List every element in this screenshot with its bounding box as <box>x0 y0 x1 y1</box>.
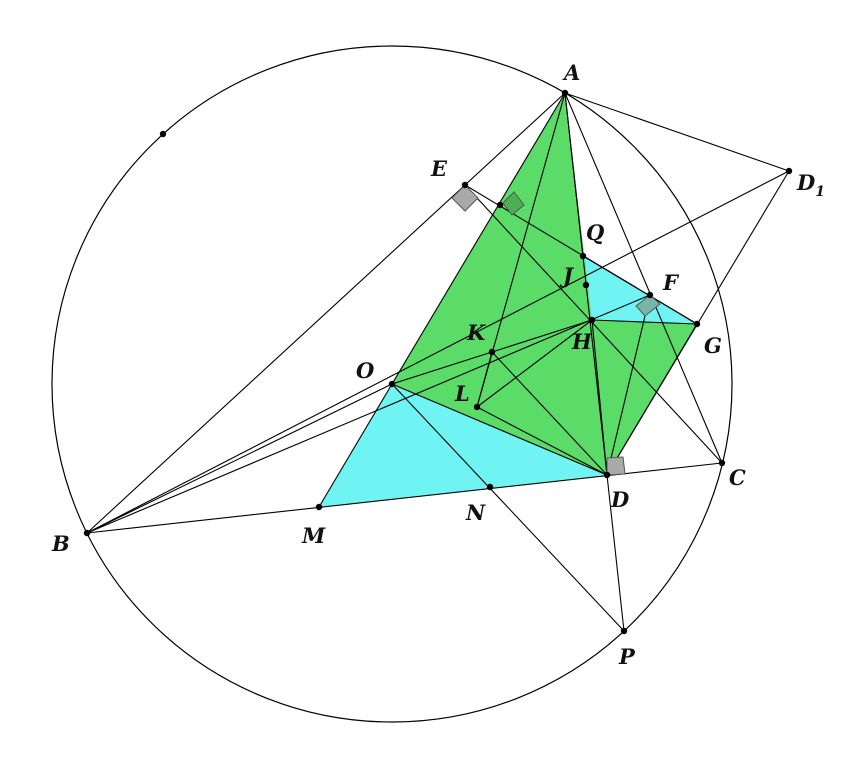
label-K: K <box>466 320 486 345</box>
line-D-L <box>476 406 608 476</box>
right-angle-marker-AB <box>502 191 525 216</box>
label-D1-subscript: 1 <box>815 184 825 200</box>
label-D1-main: D <box>796 170 816 195</box>
label-P: P <box>618 644 636 669</box>
label-O: O <box>356 358 375 383</box>
line-A-Q <box>564 92 584 257</box>
line-D-P <box>606 474 625 632</box>
point-G <box>693 320 701 328</box>
line-D-K <box>491 351 608 476</box>
point-O <box>388 380 396 388</box>
point-H <box>588 316 596 324</box>
line-E-C <box>464 184 723 464</box>
right-angle-marker-F <box>635 294 661 317</box>
label-G: G <box>704 333 722 358</box>
points <box>83 89 793 635</box>
point-K <box>488 348 496 356</box>
point-D <box>603 471 611 479</box>
line-D-F <box>606 294 651 476</box>
line-D-G <box>606 323 698 476</box>
point-J <box>582 281 590 289</box>
label-B: B <box>51 531 70 556</box>
line-B-F <box>86 294 651 534</box>
line-L-H <box>476 319 593 408</box>
line-O-P <box>391 383 625 632</box>
point-L <box>473 403 481 411</box>
label-F: F <box>662 270 680 295</box>
right-angle-markers <box>451 184 661 476</box>
label-A: A <box>562 60 580 85</box>
point-D1 <box>785 167 793 175</box>
point-foot-AB <box>496 201 504 209</box>
point-A <box>561 89 569 97</box>
label-L: L <box>454 381 470 406</box>
label-D: D <box>610 487 630 512</box>
line-O-M <box>318 383 393 508</box>
circumcircle <box>51 45 733 723</box>
label-D1: D1 <box>796 170 825 200</box>
point-N <box>486 483 494 491</box>
point-F <box>646 291 654 299</box>
point-B <box>83 529 91 537</box>
label-M: M <box>301 523 326 548</box>
point-on-circle <box>159 130 167 138</box>
point-E <box>461 181 469 189</box>
label-Q: Q <box>586 220 604 245</box>
green-quad-AODH <box>392 93 607 475</box>
line-A-O <box>391 92 566 385</box>
right-angle-marker-E <box>451 184 479 212</box>
line-O-D <box>391 383 608 476</box>
point-Q <box>579 252 587 260</box>
point-M <box>315 503 323 511</box>
point-P <box>620 627 628 635</box>
label-E: E <box>430 156 448 181</box>
line-B-O <box>86 383 393 534</box>
line-B-D1 <box>86 170 790 534</box>
line-A-C <box>564 92 723 464</box>
line-A-B <box>86 92 566 534</box>
cyan-triangle-OMD <box>319 384 607 507</box>
label-H: H <box>571 329 593 354</box>
line-A-D1 <box>564 92 790 172</box>
line-Q-G <box>582 255 698 325</box>
right-angle-marker-D <box>606 456 626 476</box>
green-triangle-HGD <box>592 320 697 475</box>
point-C <box>718 459 726 467</box>
line-D-H <box>591 319 608 476</box>
line-K-L <box>476 351 493 408</box>
line-H-G <box>591 319 698 325</box>
label-C: C <box>729 465 746 490</box>
point-labels: A B C D D1 E F G H J K L M N O P Q <box>51 60 825 669</box>
label-N: N <box>465 500 486 525</box>
label-J: J <box>559 263 575 288</box>
